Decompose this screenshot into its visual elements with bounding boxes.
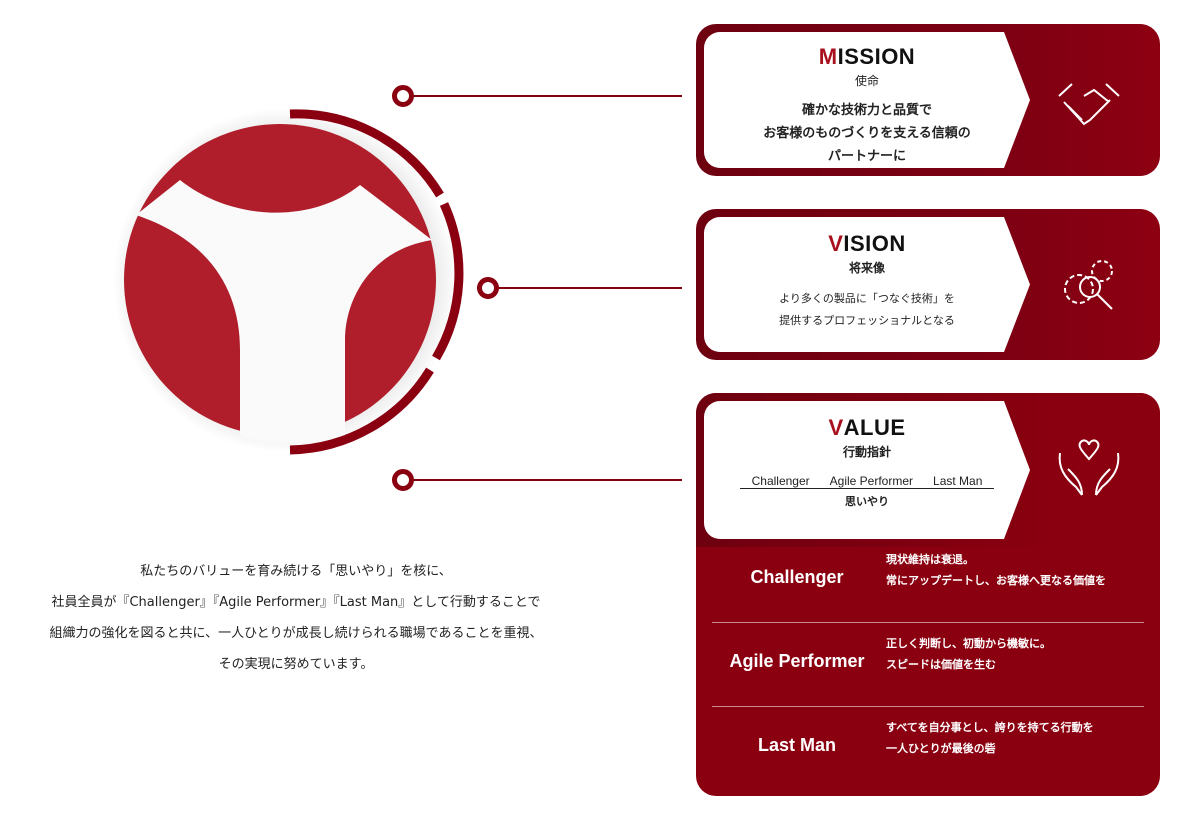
vision-title: VISION — [828, 231, 906, 256]
value-item-line: スピードは価値を生む — [886, 658, 996, 671]
gear-search-icon — [1064, 260, 1113, 310]
vision-connector-dot — [477, 277, 499, 299]
value-item-last-man: Last Man すべてを自分事とし、誇りを持てる行動を一人ひとりが最後の砦 — [712, 707, 1144, 791]
keyword-agile-performer: Agile Performer — [829, 474, 914, 488]
keyword-challenger: Challenger — [751, 474, 810, 488]
description-paragraph: 私たちのバリューを育み続ける「思いやり」を核に、 社員全員が『Challenge… — [20, 556, 572, 680]
description-line: 社員全員が『Challenger』『Agile Performer』『Last … — [51, 595, 541, 610]
vision-card: VISION 将来像 より多くの製品に「つなぐ技術」を 提供するプロフェッショナ… — [696, 209, 1160, 360]
mission-subtitle: 使命 — [854, 74, 879, 88]
vision-line: 提供するプロフェッショナルとなる — [779, 314, 955, 327]
value-item-line: 常にアップデートし、お客様へ更なる価値を — [886, 574, 1106, 587]
value-item-name: Agile Performer — [729, 651, 865, 671]
mission-connector-line — [412, 95, 682, 97]
value-item-line: 一人ひとりが最後の砦 — [886, 742, 996, 755]
description-line: 組織力の強化を図ると共に、一人ひとりが成長し続けられる職場であることを重視、 — [49, 626, 543, 641]
vision-subtitle: 将来像 — [848, 261, 885, 275]
vision-connector-line — [497, 287, 682, 289]
value-title: VALUE — [828, 415, 906, 440]
vision-line: より多くの製品に「つなぐ技術」を — [779, 292, 955, 305]
value-item-line: すべてを自分事とし、誇りを持てる行動を — [886, 721, 1094, 734]
value-item-line: 正しく判断し、初動から機敏に。 — [886, 637, 1051, 650]
mission-line: お客様のものづくりを支える信頼の — [763, 126, 971, 141]
value-card: VALUE 行動指針 Challenger Agile Performer La… — [696, 393, 1160, 796]
description-line: 私たちのバリューを育み続ける「思いやり」を核に、 — [140, 564, 452, 579]
mission-line: パートナーに — [827, 149, 906, 164]
mission-card: MISSION 使命 確かな技術力と品質で お客様のものづくりを支える信頼の パ… — [696, 24, 1160, 176]
value-item-name: Last Man — [757, 735, 836, 755]
value-item-challenger: Challenger 現状維持は衰退。常にアップデートし、お客様へ更なる価値を — [712, 539, 1144, 623]
description-line: その実現に努めています。 — [218, 657, 374, 672]
value-item-line: 現状維持は衰退。 — [886, 553, 974, 566]
mission-title: MISSION — [818, 44, 916, 69]
value-item-agile-performer: Agile Performer 正しく判断し、初動から機敏に。スピードは価値を生… — [712, 623, 1144, 707]
mission-line: 確かな技術力と品質で — [801, 103, 932, 118]
handshake-icon — [1058, 83, 1120, 126]
company-logo — [113, 108, 464, 455]
mission-connector-dot — [392, 85, 414, 107]
value-core: 思いやり — [845, 495, 889, 508]
value-subtitle: 行動指針 — [842, 445, 891, 459]
value-connector-line — [412, 479, 682, 481]
value-item-name: Challenger — [750, 567, 844, 587]
value-connector-dot — [392, 469, 414, 491]
heart-hands-icon — [1058, 439, 1120, 496]
keyword-last-man: Last Man — [933, 474, 983, 488]
